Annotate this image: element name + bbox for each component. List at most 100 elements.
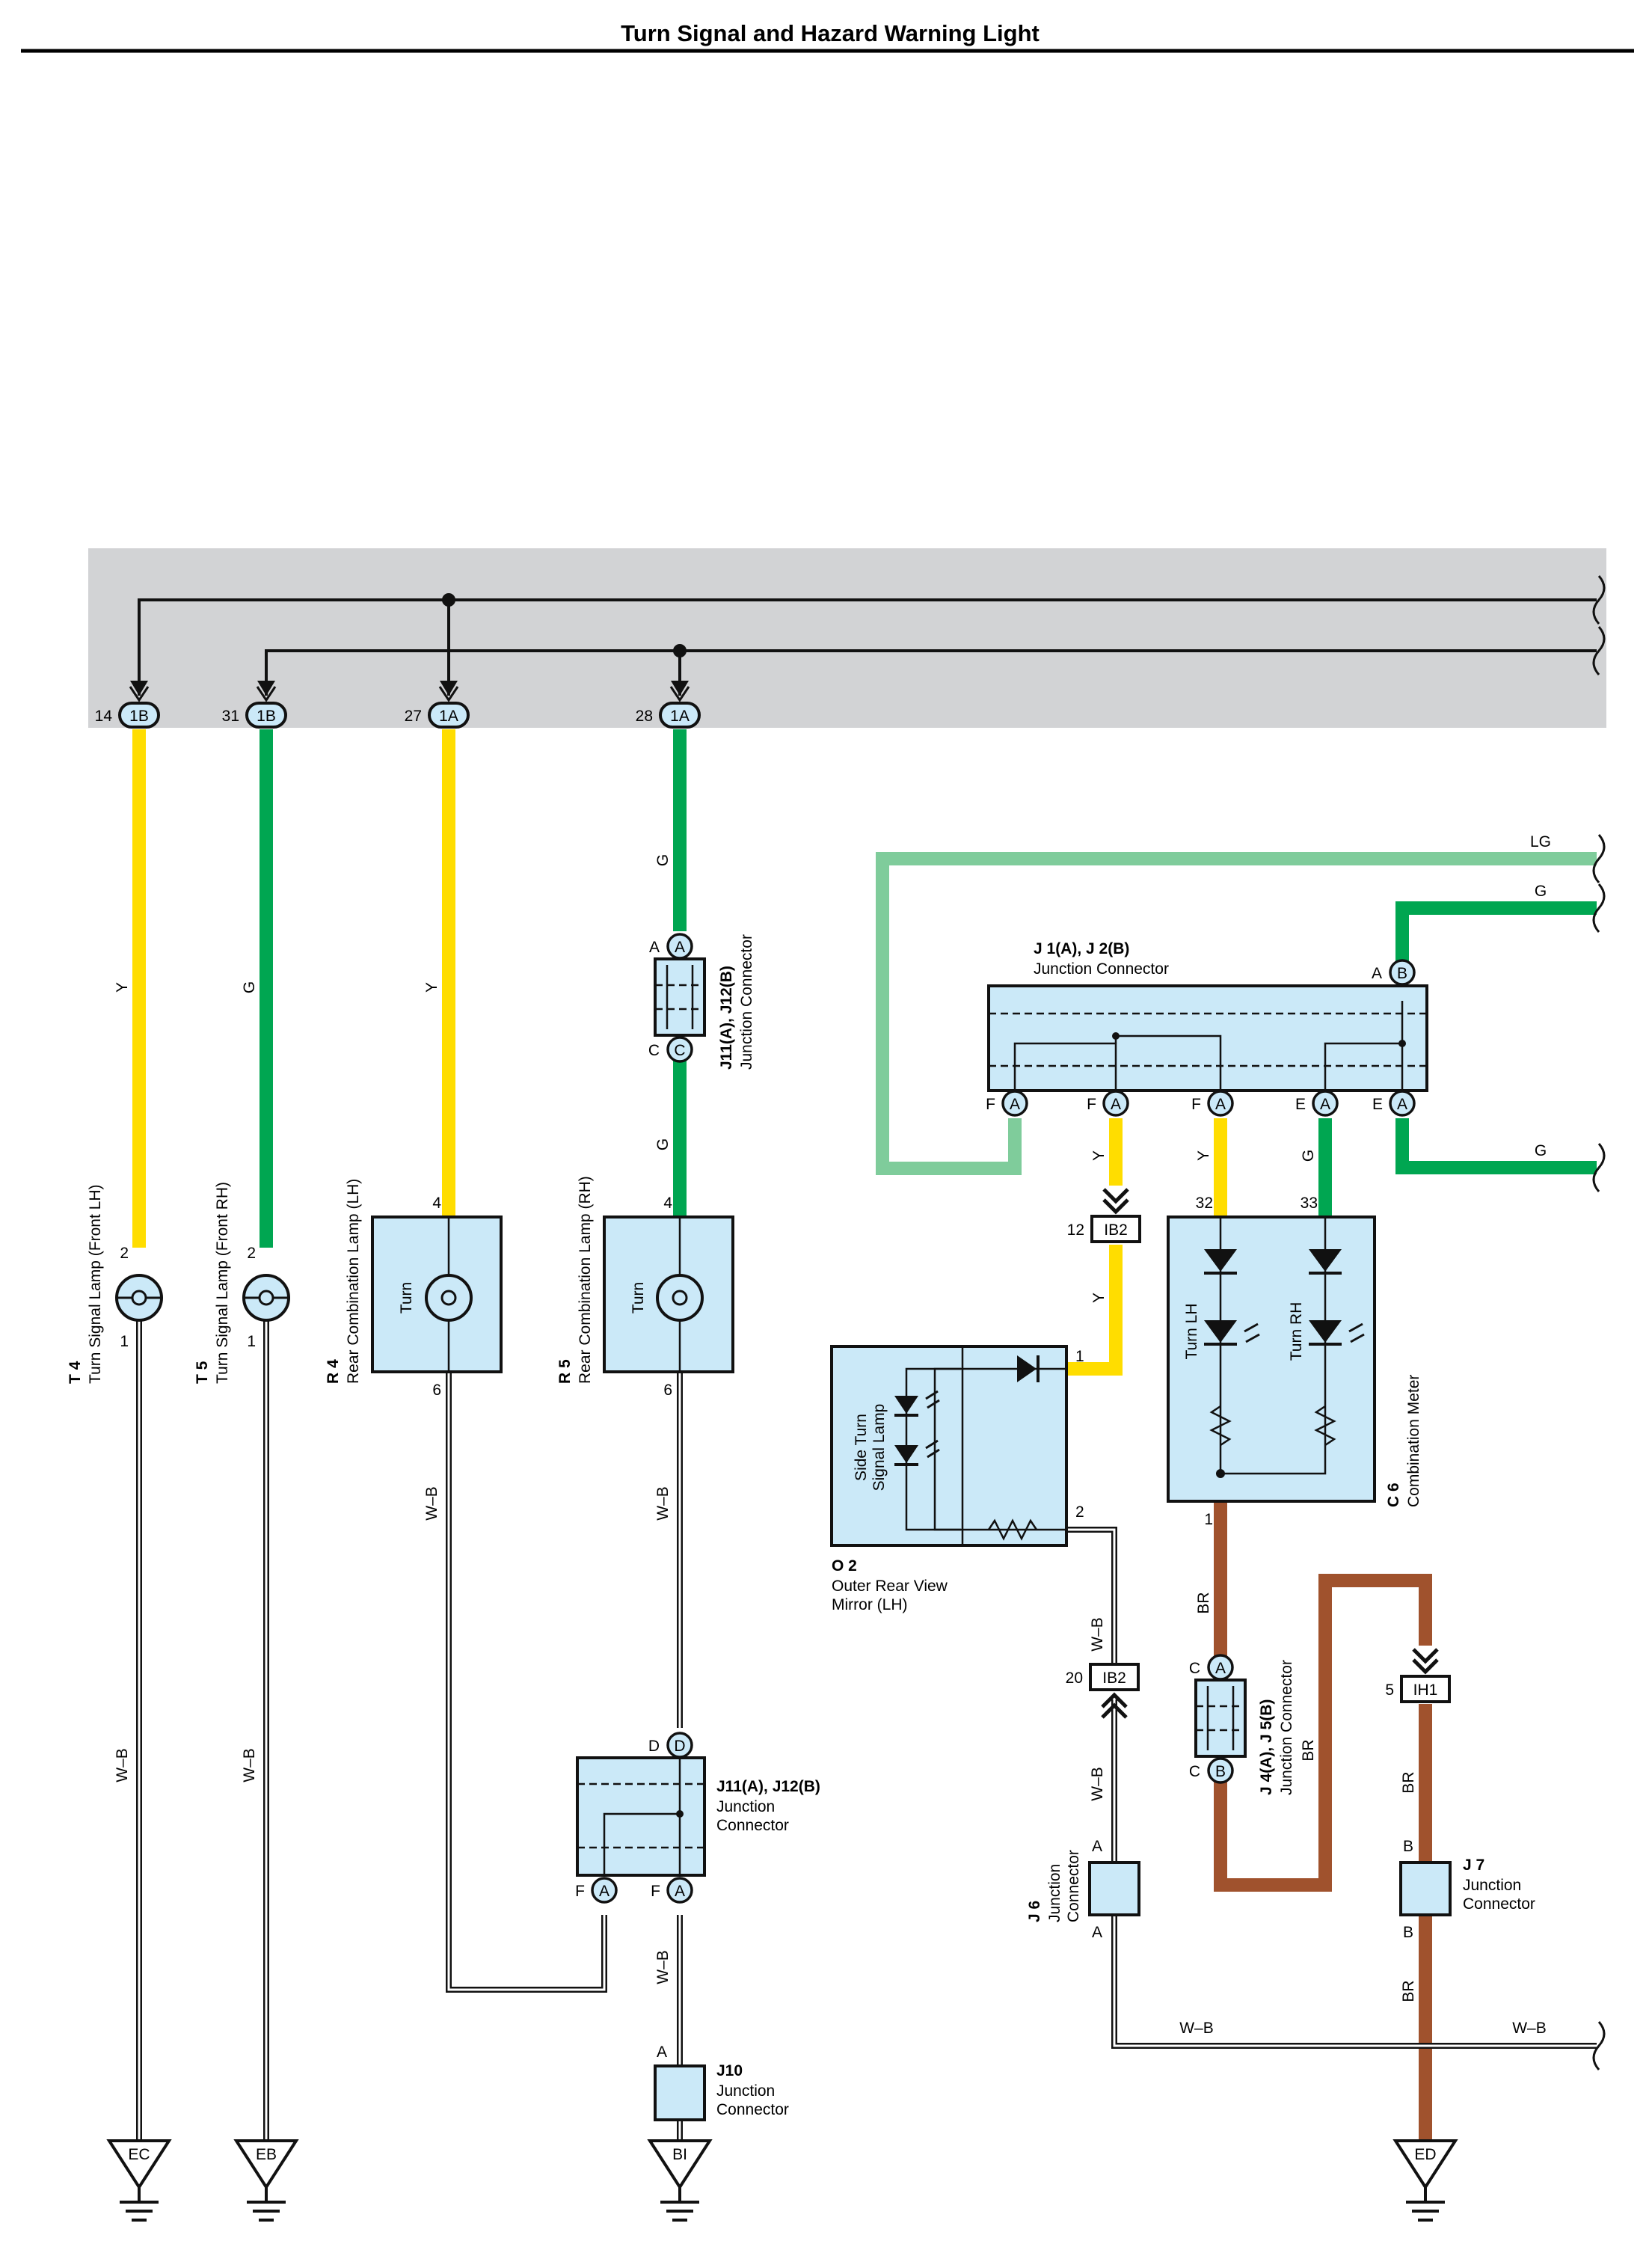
svg-text:14: 14 xyxy=(95,708,113,725)
svg-text:Connector: Connector xyxy=(1463,1895,1535,1913)
svg-text:Junction: Junction xyxy=(716,2082,775,2100)
svg-text:Side Turn: Side Turn xyxy=(853,1414,870,1481)
svg-text:A: A xyxy=(1397,1096,1407,1113)
r4-rear-combination-lamp-lh: Turn 4 6 R 4 Rear Combination Lamp (LH) xyxy=(325,1179,503,1399)
svg-text:Connector: Connector xyxy=(716,2101,789,2118)
svg-text:LG: LG xyxy=(1530,833,1551,850)
svg-text:A: A xyxy=(649,939,660,956)
svg-text:R 4: R 4 xyxy=(325,1359,342,1384)
svg-text:T 4: T 4 xyxy=(67,1361,84,1384)
svg-text:B: B xyxy=(1403,1838,1413,1855)
svg-text:Rear Combination Lamp (RH): Rear Combination Lamp (RH) xyxy=(577,1176,594,1384)
c6-combination-meter: Turn LH Turn RH 32 33 1 C 6 Combination … xyxy=(1167,1195,1422,1528)
svg-text:Rear Combination Lamp (LH): Rear Combination Lamp (LH) xyxy=(345,1179,362,1384)
svg-text:2: 2 xyxy=(120,1245,129,1262)
svg-text:J 6: J 6 xyxy=(1026,1901,1043,1922)
svg-text:33: 33 xyxy=(1301,1195,1318,1212)
svg-text:D: D xyxy=(674,1738,685,1755)
svg-text:A: A xyxy=(1092,1924,1102,1941)
svg-text:W–B: W–B xyxy=(241,1748,258,1782)
svg-text:A: A xyxy=(1111,1096,1121,1113)
svg-text:EC: EC xyxy=(128,2146,150,2163)
svg-text:A: A xyxy=(675,1883,685,1900)
svg-text:F: F xyxy=(575,1883,585,1900)
j11-j12-junction-connector-bottom: D D A A F F J11(A), J12(B) Junction Conn… xyxy=(575,1732,820,1904)
svg-text:IB2: IB2 xyxy=(1104,1221,1128,1239)
svg-text:Turn Signal Lamp (Front LH): Turn Signal Lamp (Front LH) xyxy=(87,1185,104,1385)
svg-text:Y: Y xyxy=(423,982,440,993)
svg-text:J 1(A), J 2(B): J 1(A), J 2(B) xyxy=(1034,940,1129,957)
svg-text:Junction Connector: Junction Connector xyxy=(1278,1660,1295,1795)
top-connector-labels: 1B 1B 1A 1A 14 31 27 28 xyxy=(95,708,690,725)
svg-text:BR: BR xyxy=(1400,1771,1417,1793)
svg-text:G: G xyxy=(1300,1150,1317,1162)
svg-text:6: 6 xyxy=(663,1382,672,1399)
wire-break-marks xyxy=(1592,834,1606,2070)
svg-text:A: A xyxy=(1372,965,1382,982)
svg-text:T 5: T 5 xyxy=(194,1361,211,1384)
j4-j5-junction-connector: A B C C J 4(A), J 5(B) Junction Connecto… xyxy=(1189,1654,1295,1795)
svg-text:Junction: Junction xyxy=(1463,1877,1521,1894)
svg-text:EB: EB xyxy=(256,2146,277,2163)
svg-text:A: A xyxy=(1215,1660,1226,1677)
svg-text:27: 27 xyxy=(405,708,422,725)
svg-text:B: B xyxy=(1397,965,1407,982)
svg-text:G: G xyxy=(654,854,672,866)
svg-text:1A: 1A xyxy=(670,708,690,725)
svg-text:2: 2 xyxy=(1075,1503,1084,1521)
wb-wires xyxy=(136,1320,1597,2139)
ground-ec: EC xyxy=(106,2139,172,2222)
svg-text:G: G xyxy=(1535,883,1547,900)
svg-text:A: A xyxy=(1092,1838,1102,1855)
svg-text:IB2: IB2 xyxy=(1102,1670,1126,1687)
svg-text:C 6: C 6 xyxy=(1385,1483,1402,1507)
svg-text:C: C xyxy=(648,1042,660,1059)
svg-text:W–B: W–B xyxy=(1089,1617,1106,1652)
j11-j12-junction-connector-top: A C A C J11(A), J12(B) Junction Connecto… xyxy=(648,933,755,1070)
top-connector-pills xyxy=(118,702,701,729)
svg-text:G: G xyxy=(241,981,258,993)
svg-text:4: 4 xyxy=(663,1195,672,1212)
svg-text:28: 28 xyxy=(636,708,653,725)
svg-text:Junction: Junction xyxy=(1046,1864,1063,1922)
svg-text:1: 1 xyxy=(1204,1511,1213,1528)
o2-outer-rear-view-mirror-lh: 1 2 Side Turn Signal Lamp O 2 Outer Rear… xyxy=(830,1345,1084,1613)
svg-text:Y: Y xyxy=(1195,1150,1212,1161)
svg-text:Y: Y xyxy=(114,982,131,993)
ib2-connector-20: IB2 20 xyxy=(1066,1663,1140,1719)
svg-text:1: 1 xyxy=(247,1333,256,1350)
svg-text:Turn: Turn xyxy=(398,1282,415,1313)
svg-text:W–B: W–B xyxy=(1179,2020,1214,2037)
svg-text:F: F xyxy=(986,1096,995,1113)
svg-text:Mirror (LH): Mirror (LH) xyxy=(832,1596,907,1613)
t4-turn-signal-lamp-front-lh: 2 1 T 4 Turn Signal Lamp (Front LH) xyxy=(67,1185,163,1385)
svg-text:E: E xyxy=(1372,1096,1383,1113)
wire-color-labels: Y G Y G G W–B W–B W–B W–B W–B LG G G Y Y… xyxy=(114,833,1551,2037)
panel-break-marks xyxy=(1592,575,1606,675)
svg-text:A: A xyxy=(657,2044,667,2061)
svg-text:G: G xyxy=(654,1138,672,1150)
svg-text:W–B: W–B xyxy=(1512,2020,1547,2037)
svg-text:A: A xyxy=(675,939,685,956)
svg-text:BR: BR xyxy=(1300,1739,1317,1761)
ib2-connector-12: IB2 12 xyxy=(1067,1188,1141,1243)
svg-text:W–B: W–B xyxy=(654,1486,672,1521)
svg-text:A: A xyxy=(1320,1096,1330,1113)
svg-text:F: F xyxy=(651,1883,660,1900)
svg-text:G: G xyxy=(1535,1142,1547,1159)
svg-text:Y: Y xyxy=(1090,1150,1108,1161)
svg-text:W–B: W–B xyxy=(1089,1767,1106,1801)
svg-text:R 5: R 5 xyxy=(556,1359,574,1384)
ih1-connector-5: IH1 5 xyxy=(1385,1648,1451,1703)
svg-text:Junction Connector: Junction Connector xyxy=(738,934,755,1070)
panel-arrows xyxy=(129,681,690,702)
ground-ed: ED xyxy=(1392,2139,1458,2222)
svg-text:4: 4 xyxy=(432,1195,441,1212)
svg-text:BR: BR xyxy=(1195,1592,1212,1613)
svg-text:32: 32 xyxy=(1196,1195,1213,1212)
page-title: Turn Signal and Hazard Warning Light xyxy=(621,20,1040,46)
svg-text:J11(A), J12(B): J11(A), J12(B) xyxy=(718,966,735,1070)
svg-text:5: 5 xyxy=(1385,1682,1394,1699)
svg-text:O 2: O 2 xyxy=(832,1557,857,1575)
